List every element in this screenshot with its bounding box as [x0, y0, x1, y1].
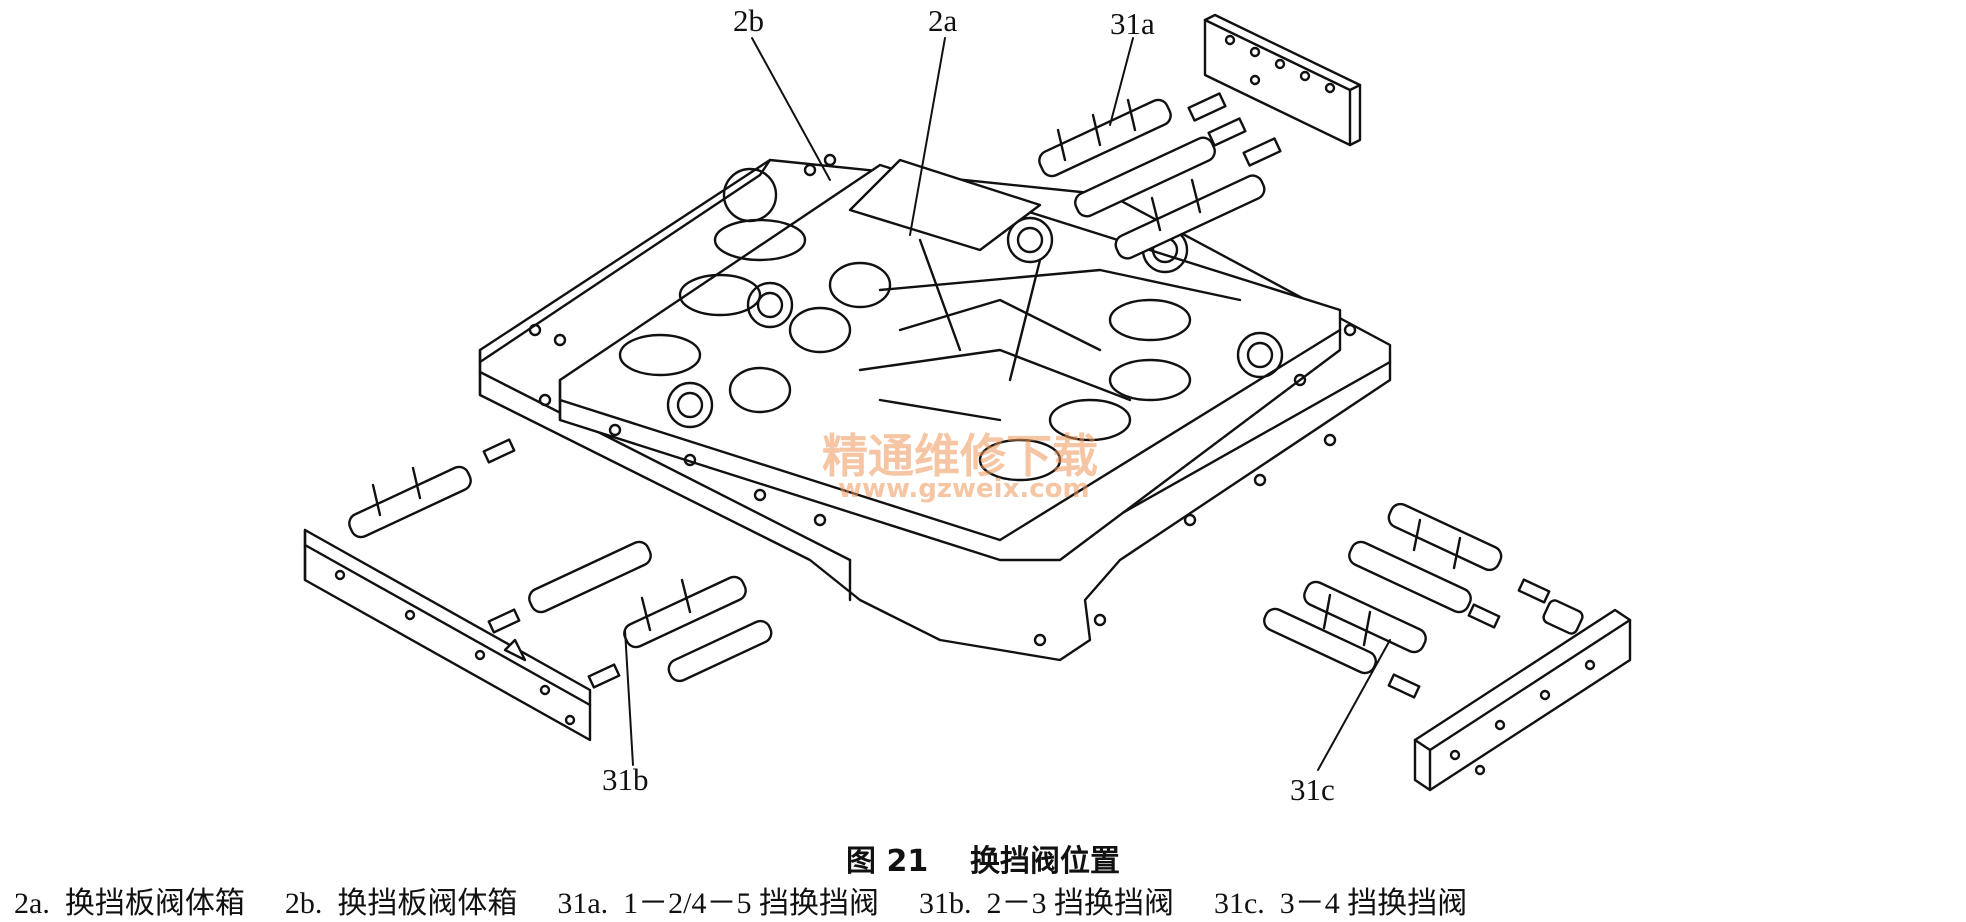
callout-31c: 31c: [1290, 772, 1335, 807]
plate-31c: [1413, 608, 1632, 792]
spools-31a: [1038, 92, 1282, 260]
legend-item-31b: 31b. 2－3 挡换挡阀: [918, 887, 1174, 920]
legend-item-2a: 2a. 换挡板阀体箱: [14, 887, 245, 920]
body-ribs: [858, 238, 1242, 422]
callout-2a: 2a: [928, 3, 958, 38]
legend-item-31c: 31c. 3－4 挡换挡阀: [1213, 887, 1468, 920]
plate-31a: [1203, 13, 1362, 147]
bolt-holes: [528, 153, 1357, 647]
watermark-url: www.gzweix.com: [838, 474, 1090, 504]
spools-31c: [1263, 502, 1584, 699]
spool-bores: [618, 167, 1284, 482]
legend-item-31a: 31a. 1－2/4－5 挡换挡阀: [557, 887, 879, 920]
figure-caption-title: 图 21 换挡阀位置: [846, 844, 1120, 879]
callout-2b: 2b: [733, 3, 764, 38]
leader-lines: [624, 37, 1391, 771]
figure-legend: 2a. 换挡板阀体箱 2b. 换挡板阀体箱 31a. 1－2/4－5 挡换挡阀 …: [14, 878, 1954, 922]
callout-31b: 31b: [602, 762, 649, 797]
spools-31b: [348, 438, 773, 689]
callout-31a: 31a: [1110, 6, 1155, 41]
legend-item-2b: 2b. 换挡板阀体箱: [284, 887, 518, 920]
upper-body-2a: [558, 158, 1342, 562]
watermark-text: 精通维修下载: [822, 429, 1098, 483]
plate-31b: [303, 528, 592, 742]
